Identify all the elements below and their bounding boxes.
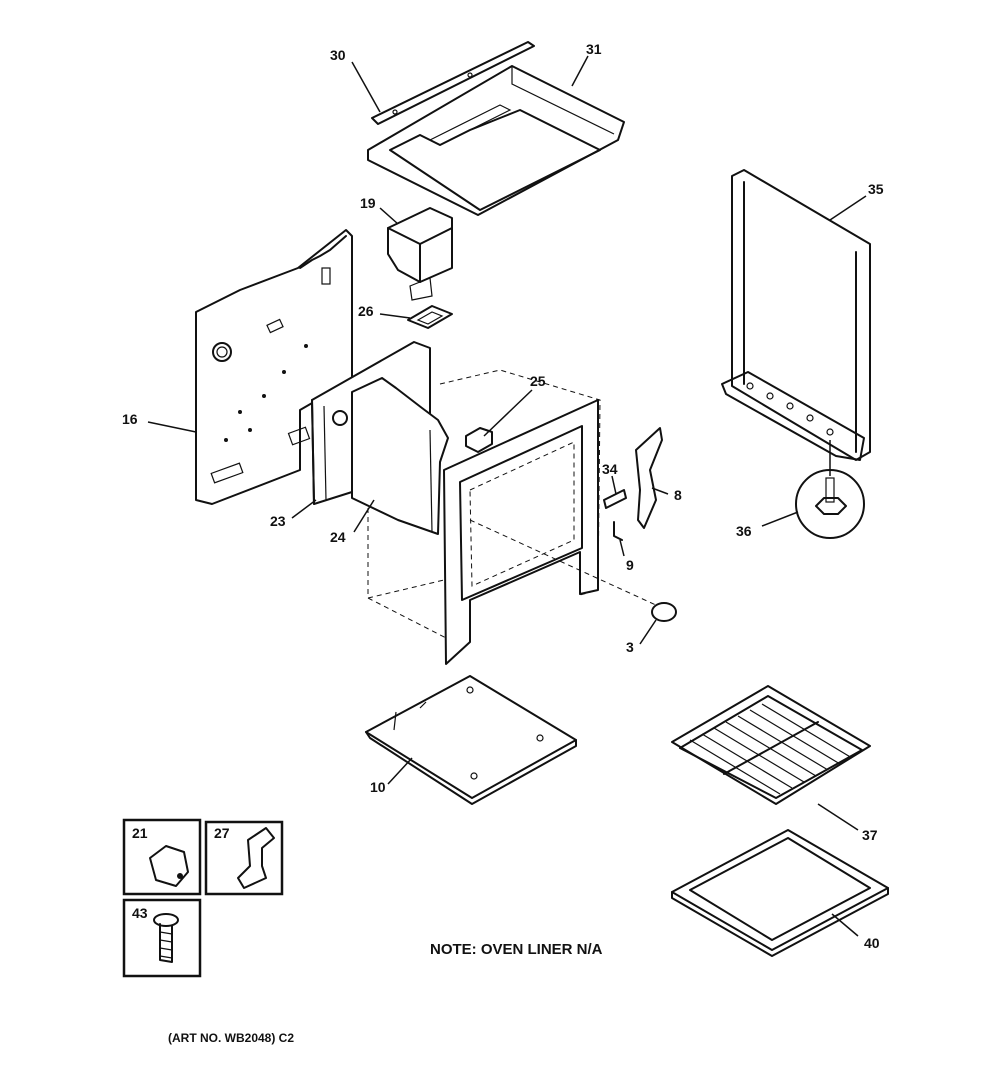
callout-34: 34 bbox=[602, 461, 618, 477]
inset-21 bbox=[122, 818, 202, 896]
callout-9: 9 bbox=[626, 557, 634, 573]
callout-36: 36 bbox=[736, 523, 752, 539]
part-8-hinge bbox=[635, 427, 663, 529]
part-35-side-panel bbox=[721, 169, 871, 461]
callout-19: 19 bbox=[360, 195, 376, 211]
inset-27 bbox=[204, 820, 284, 896]
part-24-wrap-insulation bbox=[351, 377, 449, 535]
part-34-bracket bbox=[603, 489, 627, 509]
part-25-bracket bbox=[465, 427, 493, 453]
callout-40: 40 bbox=[864, 935, 880, 951]
oven-front-frame bbox=[443, 399, 599, 665]
callout-35: 35 bbox=[868, 181, 884, 197]
callout-31: 31 bbox=[586, 41, 602, 57]
part-26-gasket bbox=[407, 305, 453, 329]
part-31-top-frame bbox=[367, 65, 625, 216]
callout-30: 30 bbox=[330, 47, 346, 63]
inset-43 bbox=[122, 898, 202, 978]
part-10-bottom-panel bbox=[365, 675, 577, 805]
part-36-leveling-leg bbox=[795, 440, 865, 539]
callout-26: 26 bbox=[358, 303, 374, 319]
art-number: (ART NO. WB2048) C2 bbox=[168, 1031, 294, 1045]
part-30-top-trim bbox=[371, 41, 535, 125]
part-9-clip bbox=[613, 521, 623, 541]
part-40-tray bbox=[671, 829, 889, 957]
note-oven-liner: NOTE: OVEN LINER N/A bbox=[430, 941, 603, 958]
part-37-oven-rack bbox=[671, 685, 871, 805]
callout-3: 3 bbox=[626, 639, 634, 655]
part-3-plug bbox=[469, 519, 677, 622]
callout-23: 23 bbox=[270, 513, 286, 529]
callout-25: 25 bbox=[530, 373, 546, 389]
callout-21: 21 bbox=[132, 825, 148, 841]
callout-43: 43 bbox=[132, 905, 148, 921]
callout-24: 24 bbox=[330, 529, 346, 545]
part-19-vent-duct bbox=[387, 207, 453, 301]
callout-37: 37 bbox=[862, 827, 878, 843]
leader-lines bbox=[147, 55, 867, 937]
callout-27: 27 bbox=[214, 825, 230, 841]
callout-8: 8 bbox=[674, 487, 682, 503]
callout-16: 16 bbox=[122, 411, 138, 427]
callout-10: 10 bbox=[370, 779, 386, 795]
